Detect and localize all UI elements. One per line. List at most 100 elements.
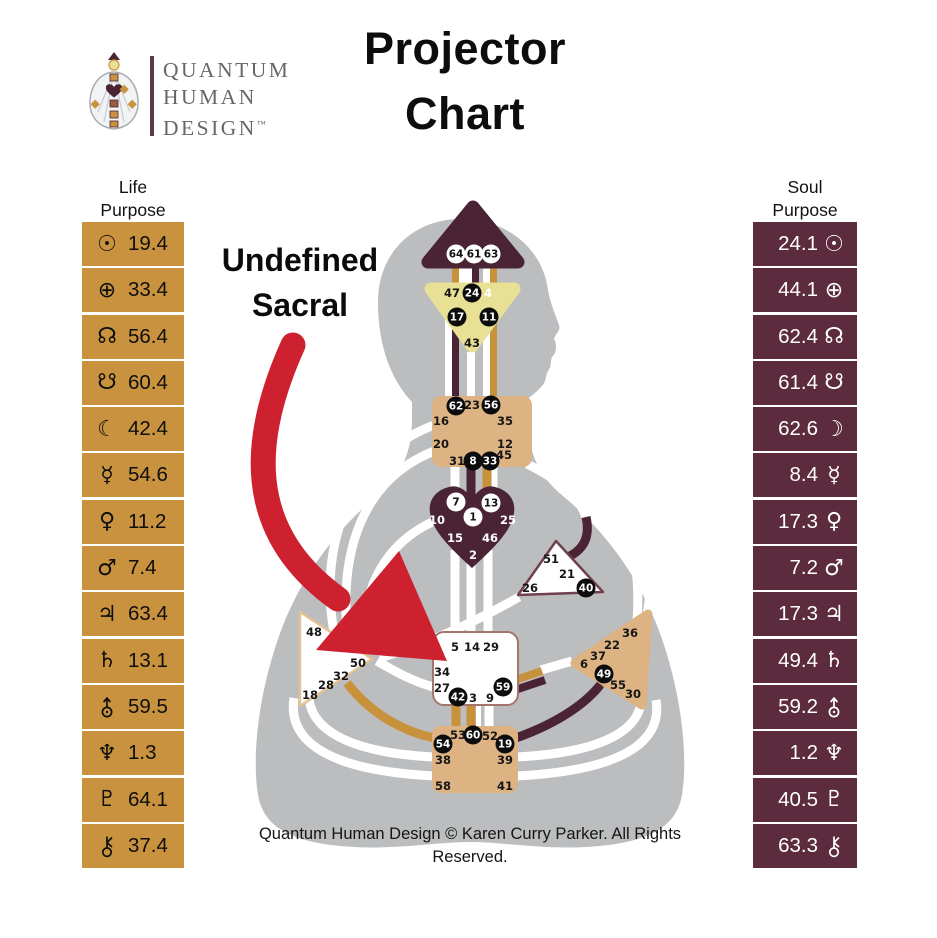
gate-25: 25 <box>499 513 517 527</box>
gate-line-value: 40.5 <box>778 787 818 811</box>
gate-54: 54 <box>433 734 453 754</box>
uranus-icon <box>818 695 850 719</box>
annotation-label: Undefined Sacral <box>190 238 410 329</box>
logo-bodygraph-icon <box>89 52 139 130</box>
gate-42: 42 <box>448 687 468 707</box>
venus-icon: ♀ <box>825 509 843 535</box>
gate-46: 46 <box>481 531 499 545</box>
life-row-earth: ⊕33.4 <box>82 268 184 313</box>
gate-line-value: 19.4 <box>128 232 168 255</box>
gate-11: 11 <box>479 307 499 327</box>
soul-purpose-header: Soul Purpose <box>772 177 838 221</box>
chiron-icon <box>818 834 850 858</box>
life-row-neptune: ♆1.3 <box>82 731 184 776</box>
gate-38: 38 <box>434 753 452 767</box>
brand-wordmark: QUANTUM HUMAN DESIGN™ <box>163 57 290 142</box>
gate-21: 21 <box>558 567 576 581</box>
pluto-icon: ♇ <box>97 787 117 813</box>
soul-row-saturn: 49.4♄ <box>753 638 857 683</box>
gate-27: 27 <box>433 681 451 695</box>
life-row-mars: ♂7.4 <box>82 546 184 591</box>
mars-icon: ♂ <box>97 555 117 581</box>
gate-line-value: 64.1 <box>128 787 168 811</box>
life-row-mercury: ☿ 54.6 <box>82 453 184 498</box>
gate-17: 17 <box>447 307 467 327</box>
solar-plexus-center <box>570 609 653 710</box>
chiron-icon <box>91 834 123 858</box>
gate-7: 7 <box>446 492 466 512</box>
life-purpose-column: ☉19.4 ⊕33.4 ☊56.4 ☋60.4 ☾42.4 ☿54.6 ♀11.… <box>82 222 184 868</box>
gate-line-value: 62.6 <box>778 417 818 441</box>
gate-line-value: 7.2 <box>789 556 819 580</box>
trademark-symbol: ™ <box>256 119 266 129</box>
gate-24: 24 <box>462 283 482 303</box>
gate-14: 14 <box>463 640 481 654</box>
earth-icon: ⊕ <box>824 277 844 303</box>
saturn-icon: ♄ <box>97 648 117 674</box>
life-row-uranus: 59.5 <box>82 684 184 729</box>
soul-row-pluto: 40.5♇ <box>753 777 857 822</box>
gate-62: 62 <box>446 396 466 416</box>
gate-line-value: 61.4 <box>778 370 818 394</box>
north-node-icon: ☊ <box>824 324 844 350</box>
gate-line-value: 59.2 <box>778 694 818 718</box>
brand-line2: HUMAN <box>163 85 257 109</box>
life-row-saturn: ♄13.1 <box>82 638 184 683</box>
life-row-chiron: 37.4 <box>82 823 184 868</box>
moon-icon: ☾ <box>97 416 117 442</box>
gate-19: 19 <box>495 734 515 754</box>
gate-3: 3 <box>468 691 478 705</box>
gate-20: 20 <box>432 437 450 451</box>
mercury-icon: ☿ <box>100 462 114 488</box>
gate-58: 58 <box>434 779 452 793</box>
gate-32: 32 <box>332 669 350 683</box>
gate-26: 26 <box>521 581 539 595</box>
gate-56: 56 <box>481 395 501 415</box>
gate-line-value: 44.1 <box>778 278 818 302</box>
life-row-jupiter: ♃63.4 <box>82 592 184 637</box>
life-purpose-header: Life Purpose <box>100 177 166 221</box>
gate-9: 9 <box>485 691 495 705</box>
gate-43: 43 <box>463 336 481 350</box>
gate-50: 50 <box>349 656 367 670</box>
gate-line-value: 49.4 <box>778 648 818 672</box>
soul-row-mars: 7.2♂ <box>753 546 857 591</box>
soul-row-earth: 44.1⊕ <box>753 268 857 313</box>
gate-33: 33 <box>480 451 500 471</box>
gate-16: 16 <box>432 414 450 428</box>
soul-row-chiron: 63.3 <box>753 823 857 868</box>
gate-line-value: 1.2 <box>789 741 819 765</box>
south-node-icon: ☋ <box>97 370 117 396</box>
gate-line-value: 24.1 <box>778 232 818 255</box>
gate-41: 41 <box>496 779 514 793</box>
gate-23: 23 <box>463 398 481 412</box>
life-row-moon: ☾ 42.4 <box>82 407 184 452</box>
gate-49: 49 <box>594 664 614 684</box>
gate-5: 5 <box>450 640 460 654</box>
gate-line-value: 54.6 <box>128 463 168 487</box>
gate-39: 39 <box>496 753 514 767</box>
soul-purpose-column: 24.1☉ 44.1⊕ 62.4☊ 61.4☋ 62.6☽ 8.4☿ 17.3♀… <box>753 222 857 868</box>
gate-13: 13 <box>481 493 501 513</box>
soul-row-neptune: 1.2♆ <box>753 731 857 776</box>
copyright-line2: Reserved. <box>432 847 508 866</box>
brand-line3: DESIGN™ <box>163 116 266 141</box>
gate-line-value: 42.4 <box>128 417 168 441</box>
venus-icon: ♀ <box>98 509 116 535</box>
gate-line-value: 56.4 <box>128 324 168 348</box>
saturn-icon: ♄ <box>824 648 844 674</box>
brand-line1: QUANTUM <box>163 58 291 82</box>
gate-line-value: 59.5 <box>128 694 168 718</box>
soul-row-mercury: 8.4☿ <box>753 453 857 498</box>
life-row-north-node: ☊56.4 <box>82 314 184 359</box>
moon-icon: ☽ <box>824 416 844 442</box>
gate-line-value: 37.4 <box>128 833 168 857</box>
logo-divider <box>150 56 154 136</box>
south-node-icon: ☋ <box>824 370 844 396</box>
gate-line-value: 8.4 <box>789 463 819 487</box>
gate-52: 52 <box>481 729 499 743</box>
jupiter-icon: ♃ <box>97 601 117 627</box>
gate-8: 8 <box>463 451 483 471</box>
gate-15: 15 <box>446 531 464 545</box>
gate-30: 30 <box>624 687 642 701</box>
